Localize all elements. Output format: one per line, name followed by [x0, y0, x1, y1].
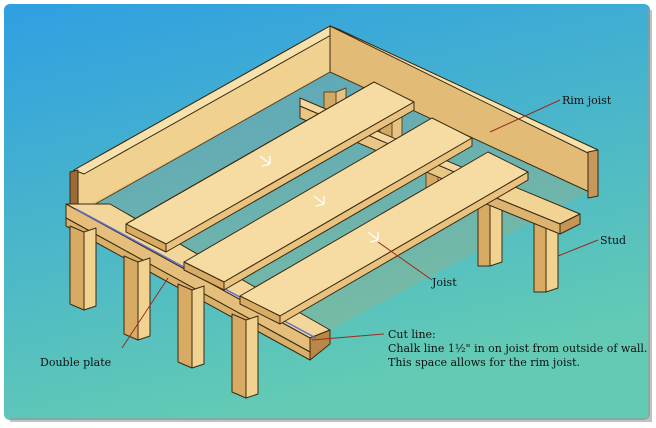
label-cut-line-line1: Chalk line 1½" in on joist from outside …	[388, 342, 647, 355]
leader-cut-line	[311, 333, 385, 341]
leader-double-plate	[121, 277, 169, 349]
label-double-plate: Double plate	[40, 356, 111, 369]
leader-stud	[557, 239, 599, 257]
leader-joist	[377, 241, 433, 281]
leader-rim-joist	[489, 99, 561, 133]
panel-shadow	[10, 10, 652, 422]
label-stud: Stud	[600, 234, 626, 247]
rim-joist-right	[329, 25, 599, 199]
label-cut-line-line2: This space allows for the rim joist.	[388, 356, 580, 369]
front-studs	[69, 225, 259, 399]
label-cut-line-title: Cut line:	[388, 328, 436, 341]
right-studs	[477, 193, 559, 293]
joist-3	[239, 151, 529, 325]
label-rim-joist: Rim joist	[562, 94, 612, 107]
joist-2	[183, 117, 473, 291]
direction-arrows	[259, 155, 379, 243]
label-joist: Joist	[431, 276, 457, 289]
